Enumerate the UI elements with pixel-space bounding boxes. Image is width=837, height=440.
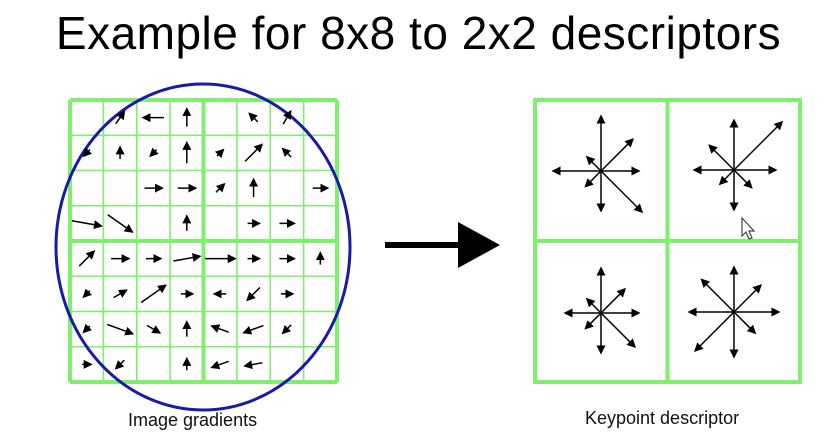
histogram-arrow <box>600 138 634 172</box>
gaussian-window-circle <box>54 82 352 412</box>
orientation-histogram <box>563 266 641 355</box>
orientation-histogram <box>551 114 644 214</box>
gradient-grid <box>68 98 339 384</box>
gradient-arrow <box>244 143 264 162</box>
histogram-arrow <box>585 155 602 172</box>
gradient-arrow <box>82 323 92 334</box>
histogram-arrow <box>718 169 735 186</box>
orientation-histogram <box>687 265 781 359</box>
histogram-arrow <box>733 169 753 189</box>
histogram-arrow <box>585 297 602 314</box>
gradient-arrow <box>107 323 135 336</box>
keypoint-descriptor-panel <box>533 98 802 384</box>
image-gradients-caption: Image gradients <box>128 410 258 430</box>
histogram-arrow <box>584 170 602 188</box>
gradient-arrow <box>82 288 92 299</box>
gradient-arrow <box>282 109 292 125</box>
histogram-arrow <box>584 312 602 330</box>
gradient-arrow <box>173 253 202 263</box>
mouse-cursor-icon <box>741 216 756 240</box>
gradient-arrow <box>281 147 292 158</box>
gradient-arrow <box>248 112 259 123</box>
gradient-arrow <box>149 147 159 158</box>
histogram-arrow <box>733 284 762 313</box>
histogram-arrow <box>700 278 735 313</box>
gradient-arrow <box>115 110 126 125</box>
gradient-arrow <box>281 324 292 335</box>
histogram-arrow <box>600 287 627 314</box>
gradient-arrow <box>243 360 263 370</box>
gradient-arrow <box>246 286 261 302</box>
gradient-arrow <box>78 250 96 267</box>
gradient-arrow <box>210 324 229 333</box>
gradient-arrow <box>113 289 128 299</box>
orientation-histogram <box>692 118 784 212</box>
slide-title: Example for 8x8 to 2x2 descriptors <box>55 7 782 59</box>
gradient-arrow <box>107 214 134 233</box>
gradient-arrow <box>215 182 226 193</box>
gradient-arrow <box>140 284 167 304</box>
histogram-arrow <box>708 144 735 171</box>
histogram-arrow <box>733 120 784 171</box>
descriptor-grid <box>533 98 802 384</box>
histogram-arrow <box>694 311 735 352</box>
gradient-arrows <box>71 107 330 371</box>
histogram-arrow <box>733 311 757 335</box>
transform-arrow <box>385 222 500 268</box>
histogram-arrow <box>600 170 644 214</box>
gradient-arrow <box>114 359 125 370</box>
gradient-arrow <box>242 324 264 335</box>
histogram-arrow <box>600 312 637 349</box>
gradient-arrow <box>71 220 103 230</box>
gradient-arrow <box>146 324 162 334</box>
image-gradients-panel <box>54 82 352 412</box>
gradient-arrow <box>214 148 225 159</box>
orientation-histograms <box>551 114 784 359</box>
gradient-arrow <box>82 147 92 158</box>
keypoint-descriptor-caption: Keypoint descriptor <box>585 408 740 428</box>
gradient-arrow <box>210 360 229 370</box>
